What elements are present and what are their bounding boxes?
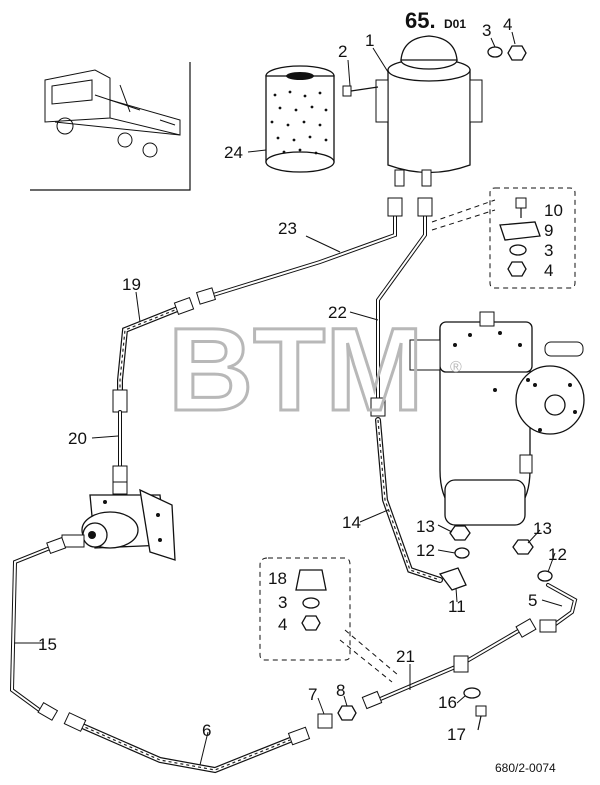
callout-8: 8 bbox=[336, 681, 345, 700]
hose-19 bbox=[112, 296, 195, 413]
callout-19: 19 bbox=[122, 275, 141, 294]
leader-lines bbox=[14, 31, 563, 766]
callout-22: 22 bbox=[328, 303, 347, 322]
pipe-5 bbox=[539, 583, 578, 633]
callout-14: 14 bbox=[342, 513, 361, 532]
fittings-7-8 bbox=[317, 705, 357, 729]
document-reference: 680/2-0074 bbox=[495, 761, 556, 775]
washer-bolt-16-17 bbox=[463, 687, 487, 731]
steering-gear bbox=[409, 311, 585, 526]
callout-4-lower-box: 4 bbox=[278, 615, 287, 634]
callout-24: 24 bbox=[224, 143, 243, 162]
hydraulic-pump bbox=[61, 488, 176, 561]
callout-11: 11 bbox=[448, 597, 466, 616]
callout-15: 15 bbox=[38, 635, 57, 654]
callout-7: 7 bbox=[308, 685, 317, 704]
hose-6 bbox=[63, 712, 311, 774]
oil-reservoir bbox=[375, 35, 483, 187]
callout-17: 17 bbox=[447, 725, 466, 744]
section-suffix: D01 bbox=[444, 17, 466, 31]
detail-box-lower bbox=[259, 557, 399, 683]
filter-element bbox=[265, 65, 335, 173]
pipe-22 bbox=[370, 197, 433, 417]
callout-4-top: 4 bbox=[503, 15, 512, 34]
callout-16: 16 bbox=[438, 693, 457, 712]
section-number: 65. bbox=[405, 8, 436, 33]
callout-3-top: 3 bbox=[482, 21, 491, 40]
callout-2: 2 bbox=[338, 42, 347, 61]
callout-23: 23 bbox=[278, 219, 297, 238]
callout-6: 6 bbox=[202, 721, 211, 740]
pipe-23 bbox=[195, 197, 403, 305]
callout-10: 10 bbox=[544, 201, 563, 220]
pipe-21 bbox=[361, 618, 537, 710]
callout-5: 5 bbox=[528, 591, 537, 610]
callout-3-upper-box: 3 bbox=[544, 241, 553, 260]
bolt-2 bbox=[342, 85, 379, 97]
seal-pair-left bbox=[449, 525, 471, 559]
callout-20: 20 bbox=[68, 429, 87, 448]
callout-1: 1 bbox=[365, 31, 374, 50]
callout-13-left: 13 bbox=[416, 517, 435, 536]
callout-13-right: 13 bbox=[533, 519, 552, 538]
callout-4-upper-box: 4 bbox=[544, 261, 553, 280]
callout-12-right: 12 bbox=[548, 545, 567, 564]
truck-inset bbox=[30, 62, 191, 191]
pipe-20 bbox=[112, 410, 128, 495]
callout-3-lower-box: 3 bbox=[278, 593, 287, 612]
callout-numbers: 1 2 3 4 24 10 9 3 4 23 19 22 20 14 13 12… bbox=[38, 15, 567, 744]
detail-box-upper bbox=[431, 187, 576, 289]
callout-12-left: 12 bbox=[416, 541, 435, 560]
callout-9: 9 bbox=[544, 221, 553, 240]
pipe-15 bbox=[9, 536, 67, 721]
hose-14 bbox=[375, 417, 467, 591]
callout-18: 18 bbox=[268, 569, 287, 588]
watermark: BTM ® bbox=[167, 303, 463, 438]
watermark-registered: ® bbox=[450, 359, 462, 376]
seal-pair-right bbox=[512, 539, 553, 582]
callout-21: 21 bbox=[396, 647, 415, 666]
washer-nut-top bbox=[487, 45, 527, 61]
watermark-text: BTM bbox=[168, 304, 424, 436]
